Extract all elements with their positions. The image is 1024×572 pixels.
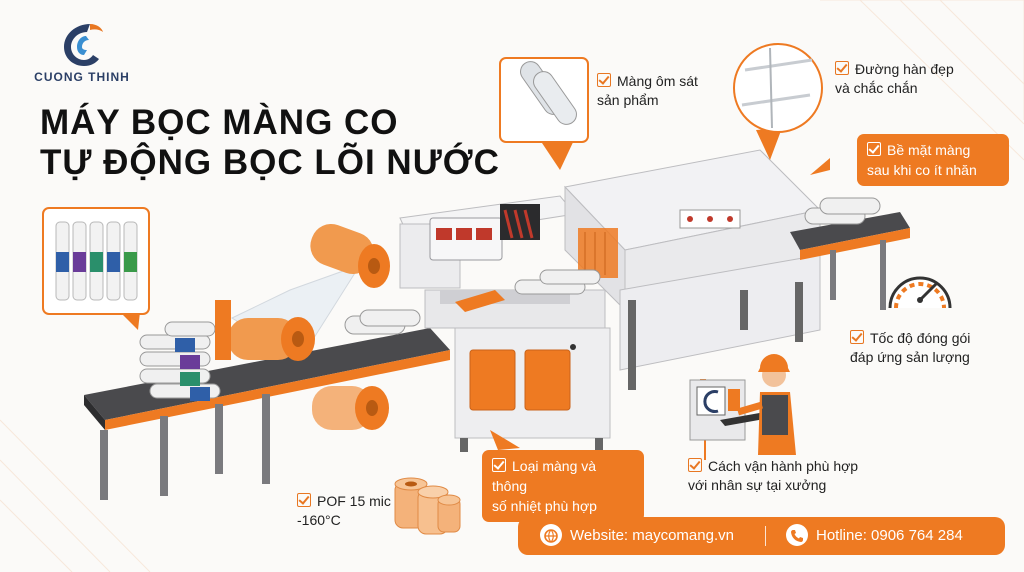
callout-film-wrap: Màng ôm sát sản phẩm bbox=[597, 73, 698, 108]
c-swoosh-logo-icon bbox=[64, 24, 103, 66]
callout-film-type: Loại màng và thông số nhiệt phù hợp bbox=[482, 450, 644, 522]
inset-filter-cartridges bbox=[42, 207, 150, 330]
checkbox-icon bbox=[297, 493, 311, 507]
callout-pof: POF 15 mic -160°C bbox=[297, 493, 391, 528]
hotline-link[interactable]: Hotline: 0906 764 284 bbox=[786, 517, 963, 555]
outfeed-conveyor bbox=[790, 197, 910, 310]
checkbox-icon bbox=[492, 458, 506, 472]
website-link[interactable]: Website: maycomang.vn bbox=[540, 517, 734, 555]
l-sealer-machine bbox=[399, 195, 611, 452]
phone-icon bbox=[786, 524, 808, 547]
checkbox-icon bbox=[688, 458, 702, 472]
globe-icon bbox=[540, 524, 562, 547]
checkbox-icon bbox=[597, 73, 611, 87]
speed-gauge-icon bbox=[888, 276, 952, 309]
callout-speed: Tốc độ đóng gói đáp ứng sản lượng bbox=[850, 330, 971, 365]
inset-seal-closeup bbox=[733, 43, 823, 160]
inset-wrapped-rolls bbox=[499, 57, 589, 170]
page-title-line1: MÁY BỌC MÀNG CO bbox=[40, 103, 399, 142]
brand-name: CUONG THINH bbox=[34, 70, 130, 84]
checkbox-icon bbox=[835, 61, 849, 75]
checkbox-icon bbox=[850, 330, 864, 344]
contact-footer: Website: maycomang.vn Hotline: 0906 764 … bbox=[518, 517, 1005, 555]
operator-with-control-panel bbox=[689, 354, 796, 460]
footer-divider bbox=[765, 526, 766, 546]
checkbox-icon bbox=[867, 142, 881, 156]
callout-operation: Cách vận hành phù hợp với nhân sự tại xư… bbox=[688, 458, 859, 493]
hotline-text: Hotline: 0906 764 284 bbox=[816, 527, 963, 544]
brand-logo: CUONG THINH bbox=[32, 22, 132, 92]
callout-surface: Bề mặt màng sau khi co ít nhăn bbox=[857, 134, 1009, 186]
pof-film-rolls bbox=[394, 477, 461, 535]
cartridges-on-conveyor bbox=[139, 309, 421, 401]
page-title-line2: TỰ ĐỘNG BỌC LÕI NƯỚC bbox=[40, 143, 500, 182]
film-rolls bbox=[215, 223, 390, 430]
callout-seal: Đường hàn đẹp và chắc chắn bbox=[835, 61, 954, 96]
website-text: Website: maycomang.vn bbox=[570, 527, 734, 544]
shrink-tunnel bbox=[514, 149, 822, 390]
